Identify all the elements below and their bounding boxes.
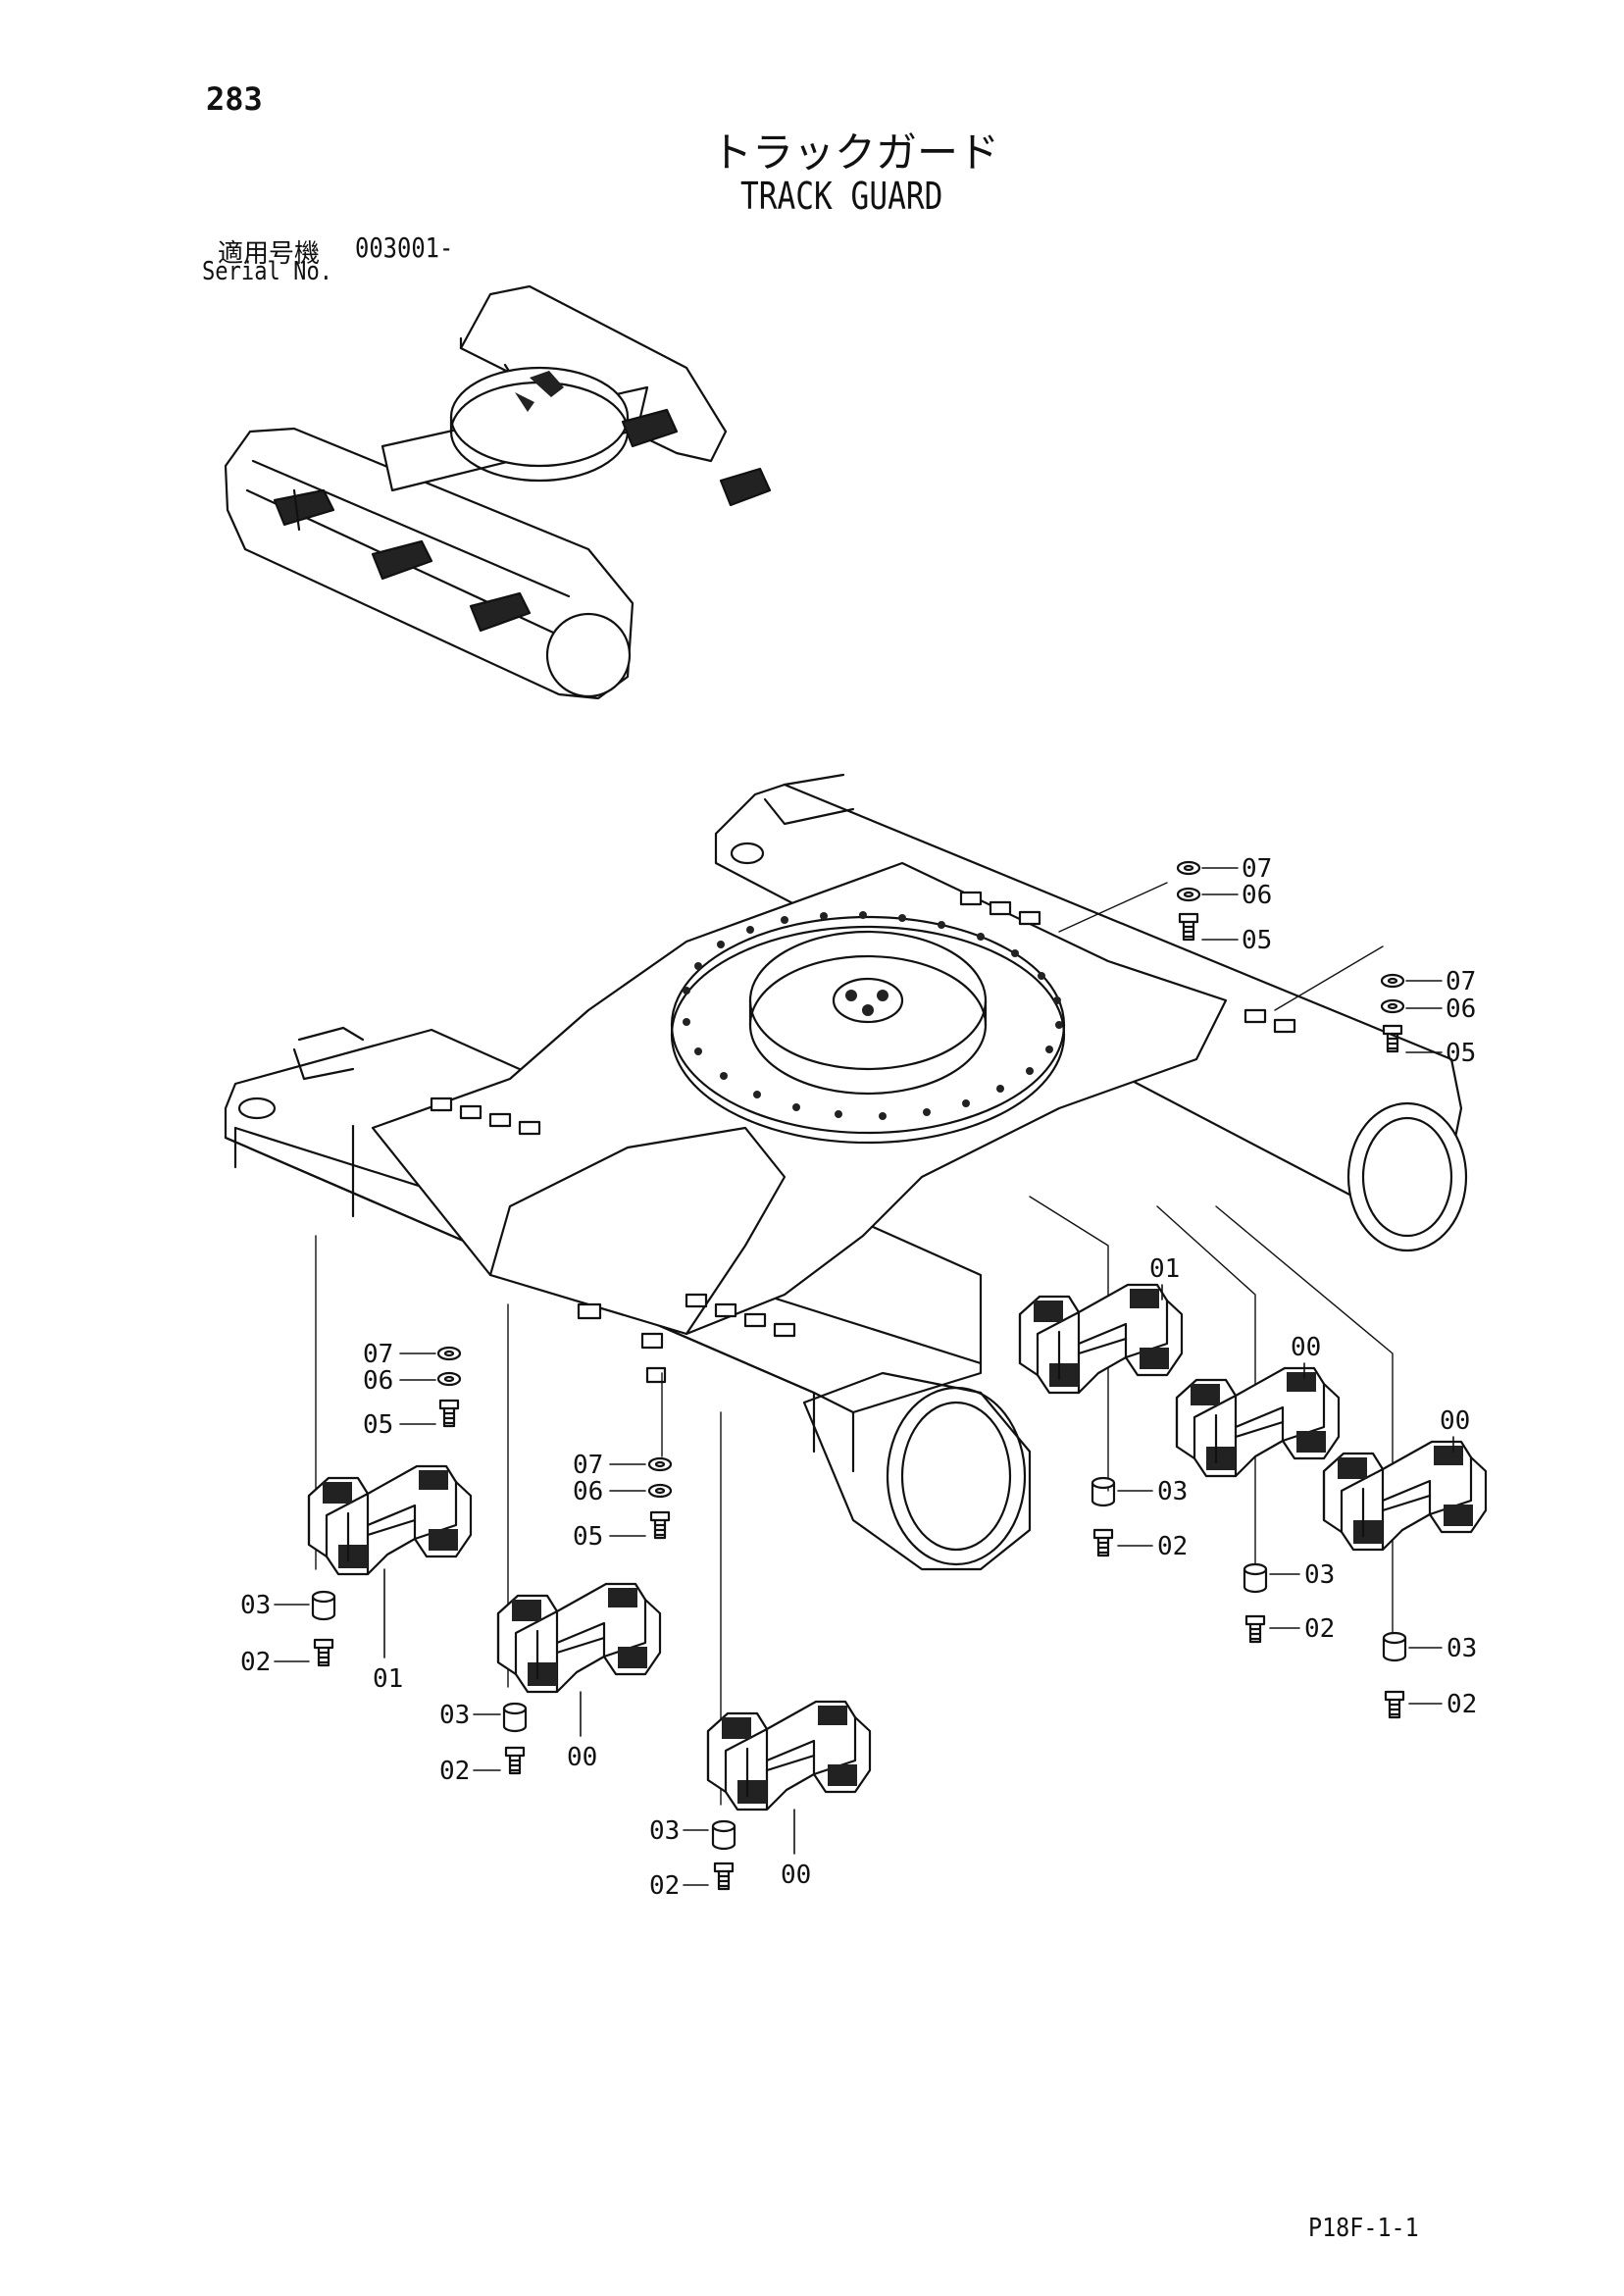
callout-06: 06 [573,1477,603,1506]
callout-07: 07 [1242,854,1272,884]
callout-02: 02 [649,1871,680,1901]
serial-label-japanese: 適用号機 [218,239,321,269]
serial-label-english: Serial No. [202,257,333,286]
page-number: 283 [206,80,263,118]
callout-arrows [274,867,1454,1886]
callout-02: 02 [1304,1614,1335,1644]
title-english: TRACK GUARD [740,175,943,218]
callout-02: 02 [1157,1532,1188,1561]
page-code: P18F-1-1 [1308,2214,1419,2243]
callout-05: 05 [1446,1039,1476,1068]
callout-02: 02 [1446,1690,1477,1719]
callout-00: 00 [1440,1406,1470,1436]
callout-06: 06 [1446,995,1476,1024]
callout-07: 07 [573,1451,603,1480]
callout-03: 03 [240,1591,271,1620]
callout-07: 07 [1446,967,1476,996]
callout-00: 00 [567,1743,597,1772]
callout-03: 03 [1446,1634,1477,1663]
callout-05: 05 [573,1522,603,1552]
callout-05: 05 [363,1410,393,1440]
callout-00: 00 [1291,1333,1321,1362]
callout-03: 03 [1157,1477,1188,1506]
callout-06: 06 [1242,881,1272,910]
callout-03: 03 [1304,1560,1335,1590]
overview-undercarriage [224,284,772,700]
callout-03: 03 [439,1701,470,1730]
callout-07: 07 [363,1340,393,1369]
callout-01: 01 [373,1664,403,1694]
main-undercarriage-frame [224,773,1468,1571]
callout-06: 06 [363,1366,393,1396]
serial-number-value: 003001- [355,231,454,264]
callout-labels: 07 06 05 07 06 05 07 06 05 07 06 05 03 0… [240,854,1477,1901]
callout-03: 03 [649,1816,680,1846]
title-japanese: トラックガード [711,128,1000,177]
callout-02: 02 [240,1648,271,1677]
callout-01: 01 [1149,1254,1180,1284]
callout-05: 05 [1242,926,1272,955]
callout-02: 02 [439,1757,470,1786]
callout-00: 00 [781,1861,811,1890]
